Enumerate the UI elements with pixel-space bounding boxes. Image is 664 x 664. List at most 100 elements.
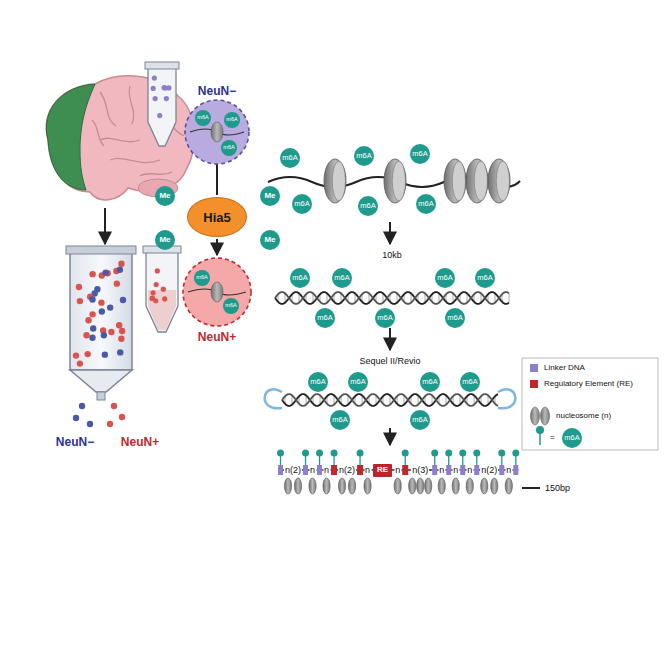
node-text: m6A <box>294 200 309 208</box>
legend-text: nucleosome (n) <box>556 411 611 421</box>
label-holder: NeuN+ <box>121 435 159 449</box>
node-text: m6A <box>418 200 433 208</box>
nucleosome-count: n <box>309 465 316 476</box>
node-text: m6A <box>282 154 297 162</box>
dna-helix <box>282 394 498 406</box>
methyl-donor: Me <box>155 230 175 250</box>
label-holder: NeuN− <box>56 435 94 449</box>
m6a-mark: m6A <box>332 268 352 288</box>
nucleosome-count: n <box>452 465 459 476</box>
m6a-mark: m6A <box>416 194 436 214</box>
label-holder: n <box>309 465 316 476</box>
flow-arrow <box>389 328 391 350</box>
node-text: Me <box>264 236 275 244</box>
legend-swatch <box>530 380 538 388</box>
label-holder: n <box>438 465 445 476</box>
node-text: m6A <box>412 416 427 424</box>
m6a-mark: m6A <box>375 308 395 328</box>
dna-helix <box>275 292 509 304</box>
nucleosome-count: n(2) <box>480 465 498 476</box>
node-text: m6A <box>437 274 452 282</box>
nucleus-circle: NeuN−m6Am6Am6A <box>184 83 250 99</box>
node-text: m6A <box>310 378 325 386</box>
m6a-mark: m6A <box>194 270 210 286</box>
m6a-mark: m6A <box>435 268 455 288</box>
label-holder: Sequel II/Revio <box>359 356 420 367</box>
regulatory-element-box: RE <box>373 464 392 477</box>
node-text: RE <box>377 466 388 474</box>
m6a-mark: m6A <box>280 148 300 168</box>
methyl-donor: Me <box>260 186 280 206</box>
text-label: 10kb <box>382 250 402 261</box>
flow-arrow <box>389 222 391 244</box>
m6a-mark: m6A <box>292 194 312 214</box>
node-text: m6A <box>292 274 307 282</box>
label-holder: n <box>505 465 512 476</box>
nucleus-outline <box>183 98 251 166</box>
label-holder: 150bp <box>545 483 570 494</box>
nucleosome-count: n(2) <box>338 465 356 476</box>
node-text: m6A <box>422 378 437 386</box>
node-text: Me <box>159 236 170 244</box>
nucleosome-count: n <box>438 465 445 476</box>
text-label: 150bp <box>545 483 570 494</box>
nucleus-circle: NeuN+m6Am6A <box>182 257 252 345</box>
node-text: m6A <box>317 314 332 322</box>
cell-heading: NeuN− <box>184 83 250 99</box>
node-text: m6A <box>360 202 375 210</box>
node-text: m6A <box>332 416 347 424</box>
label-holder: n <box>323 465 330 476</box>
m6a-mark: m6A <box>330 410 350 430</box>
node-text: m6A <box>225 303 236 309</box>
nucleosome-icon <box>531 407 550 425</box>
m6a-lollipop-icon <box>536 426 544 445</box>
m6a-mark: m6A <box>224 112 240 128</box>
m6a-mark: m6A <box>195 110 211 126</box>
text-label: Sequel II/Revio <box>359 356 420 367</box>
node-text: Me <box>264 192 275 200</box>
nucleus-outline <box>181 256 253 328</box>
enzyme-ellipse: Hia5 <box>187 197 247 237</box>
legend-text: = <box>550 433 555 443</box>
node-text: m6A <box>356 152 371 160</box>
tube-icon <box>143 246 181 332</box>
m6a-mark: m6A <box>410 144 430 164</box>
label-holder: n <box>452 465 459 476</box>
legend-frame <box>522 358 658 450</box>
node-text: m6A <box>462 378 477 386</box>
label-holder: n <box>364 465 371 476</box>
legend-text: Linker DNA <box>544 363 585 373</box>
node-text: Me <box>159 192 170 200</box>
methyl-donor: Me <box>155 186 175 206</box>
node-text: m6A <box>196 275 207 281</box>
label-holder: n <box>466 465 473 476</box>
node-text: m6A <box>226 117 237 123</box>
flow-arrow <box>389 428 391 445</box>
label-holder: 10kb <box>382 250 402 261</box>
label-holder: n(2) <box>284 465 302 476</box>
legend-swatch <box>530 364 538 372</box>
m6a-mark: m6A <box>223 298 239 314</box>
tube-icon <box>145 62 179 146</box>
arrow-connector <box>216 239 218 255</box>
node-text: m6A <box>334 274 349 282</box>
node-text: m6A <box>477 274 492 282</box>
m6a-mark: m6A <box>354 146 374 166</box>
node-text: m6A <box>447 314 462 322</box>
node-text: Hia5 <box>203 211 230 224</box>
text-label: NeuN− <box>56 435 94 449</box>
m6a-mark: m6A <box>562 428 582 448</box>
fiber-track <box>277 450 519 495</box>
sorting-column <box>66 246 136 427</box>
methyl-donor: Me <box>260 230 280 250</box>
nucleosome-count: n <box>323 465 330 476</box>
m6a-mark: m6A <box>445 308 465 328</box>
text-label: NeuN+ <box>121 435 159 449</box>
node-text: m6A <box>223 145 234 151</box>
node-text: m6A <box>564 434 579 442</box>
node-text: m6A <box>377 314 392 322</box>
